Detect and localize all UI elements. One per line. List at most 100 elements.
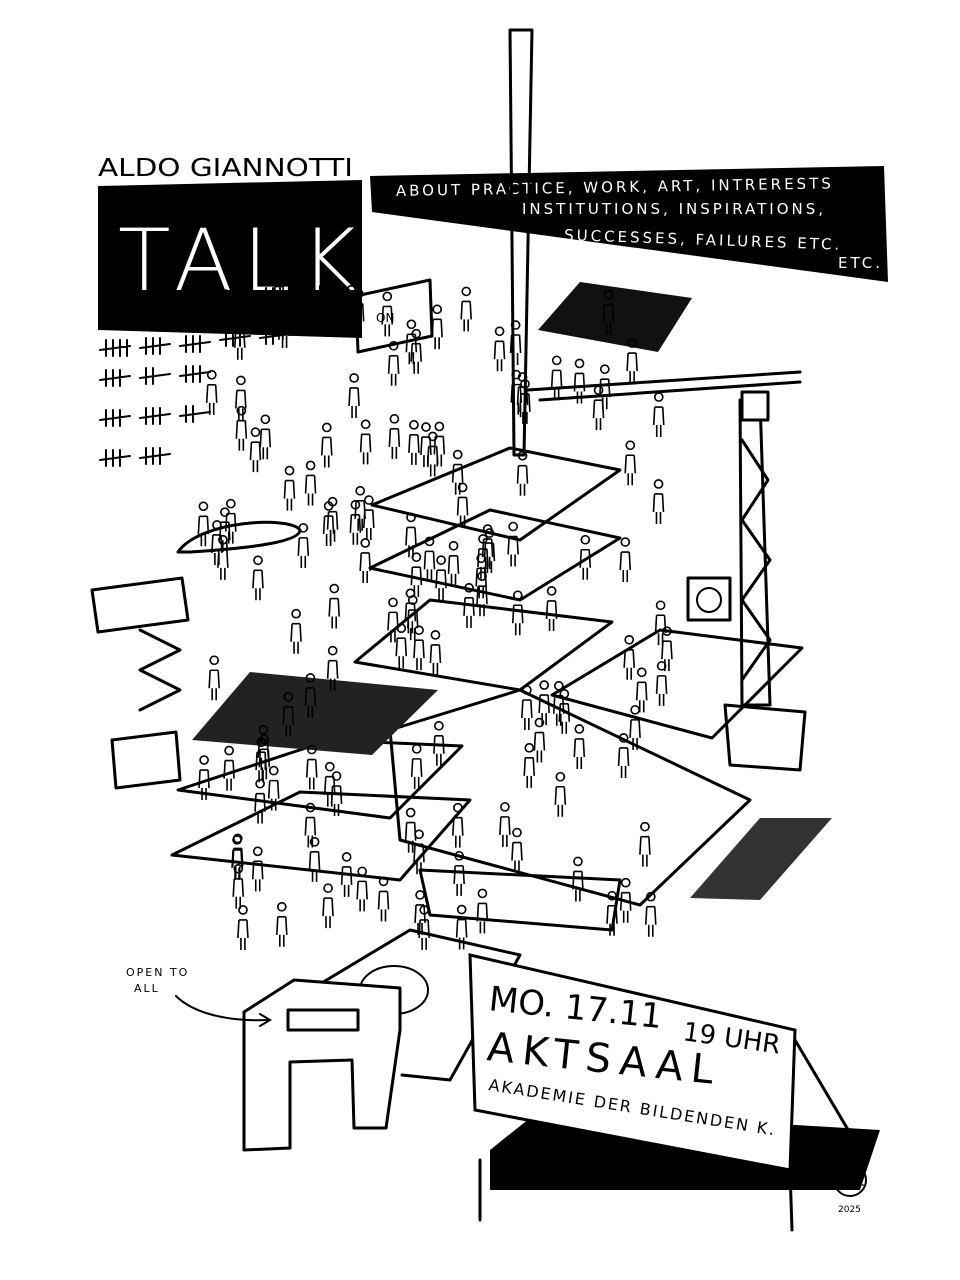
person-figure bbox=[431, 304, 443, 350]
person-figure bbox=[639, 821, 651, 867]
person-figure bbox=[644, 891, 657, 937]
person-figure bbox=[426, 431, 439, 477]
person-figure bbox=[499, 802, 511, 847]
person-figure bbox=[550, 355, 563, 401]
person-figure bbox=[554, 771, 567, 817]
signature-year: 2025 bbox=[838, 1205, 861, 1215]
person-figure bbox=[345, 285, 357, 330]
speaker-icon bbox=[686, 576, 732, 622]
person-figure bbox=[235, 405, 248, 451]
person-figure bbox=[257, 724, 270, 770]
artist-name: ALDO GIANNOTTI bbox=[98, 153, 353, 182]
person-figure bbox=[655, 661, 668, 706]
person-figure bbox=[573, 724, 586, 769]
person-figure bbox=[233, 284, 246, 330]
person-figure bbox=[418, 905, 430, 950]
person-figure bbox=[413, 625, 425, 671]
person-figure bbox=[511, 827, 523, 873]
person-figure bbox=[237, 905, 249, 950]
person-figure bbox=[359, 538, 372, 583]
person-figure bbox=[652, 392, 665, 438]
talks-banner bbox=[98, 180, 362, 338]
person-figure bbox=[602, 289, 615, 335]
person-figure bbox=[510, 369, 523, 415]
person-figure bbox=[282, 692, 295, 737]
person-figure bbox=[451, 449, 464, 495]
svg-text:ETC.: ETC. bbox=[838, 254, 883, 272]
signature-circle bbox=[833, 1163, 867, 1197]
person-figure bbox=[483, 528, 496, 574]
person-figure bbox=[408, 420, 420, 465]
person-figure bbox=[661, 626, 673, 672]
person-figure bbox=[205, 370, 218, 415]
person-figure bbox=[558, 689, 571, 734]
person-figure bbox=[340, 852, 353, 897]
person-figure bbox=[624, 440, 637, 486]
person-figure bbox=[598, 364, 611, 410]
person-figure bbox=[197, 501, 210, 547]
scissor-lift bbox=[90, 576, 190, 790]
person-figure bbox=[323, 761, 336, 807]
person-figure bbox=[463, 583, 475, 628]
person-figure bbox=[304, 460, 317, 506]
person-figure bbox=[290, 608, 302, 654]
person-figure bbox=[572, 856, 584, 902]
person-figure bbox=[381, 291, 394, 337]
person-figure bbox=[538, 680, 550, 726]
person-figure bbox=[305, 744, 318, 790]
person-figure bbox=[619, 537, 632, 583]
person-figure bbox=[359, 419, 372, 465]
person-figure bbox=[198, 755, 210, 801]
person-figure bbox=[252, 555, 264, 601]
person-figure bbox=[348, 373, 360, 418]
person-figure bbox=[635, 667, 648, 713]
person-figure bbox=[326, 496, 339, 542]
arrow-to-entrance bbox=[175, 995, 272, 1027]
person-figure bbox=[304, 673, 317, 718]
person-figure bbox=[617, 733, 630, 778]
person-figure bbox=[235, 375, 247, 421]
crane bbox=[526, 370, 807, 772]
person-figure bbox=[388, 414, 401, 459]
person-figure bbox=[273, 271, 285, 317]
hatched-carpet-right bbox=[690, 818, 832, 900]
person-figure bbox=[208, 655, 220, 701]
person-figure bbox=[579, 534, 592, 580]
person-figure bbox=[652, 479, 665, 524]
person-figure bbox=[619, 877, 632, 923]
person-figure bbox=[573, 358, 586, 404]
talks-title: TALKS bbox=[118, 211, 432, 311]
person-figure bbox=[521, 685, 533, 731]
person-figure bbox=[267, 765, 280, 811]
audience-bench bbox=[418, 868, 622, 932]
person-figure bbox=[606, 890, 618, 936]
person-figure bbox=[481, 524, 494, 570]
crowd bbox=[197, 271, 673, 950]
person-figure bbox=[413, 829, 425, 875]
person-figure bbox=[275, 902, 288, 947]
person-figure bbox=[493, 326, 506, 372]
person-figure bbox=[377, 876, 390, 922]
person-figure bbox=[283, 465, 296, 511]
subtitle-banner bbox=[370, 166, 888, 282]
person-figure bbox=[420, 422, 432, 468]
person-figure bbox=[447, 541, 460, 586]
person-figure bbox=[233, 314, 246, 360]
person-figure bbox=[405, 319, 418, 365]
person-figure bbox=[453, 851, 465, 896]
person-figure bbox=[223, 745, 235, 791]
person-figure bbox=[320, 422, 333, 468]
open-note-line2: ALL bbox=[134, 982, 160, 995]
person-figure bbox=[507, 521, 519, 567]
person-figure bbox=[251, 846, 264, 892]
person-figure bbox=[211, 520, 223, 565]
entrance-plaza bbox=[308, 928, 522, 1082]
speech-bubble bbox=[176, 520, 302, 554]
open-note-line1: OPEN TO bbox=[126, 966, 189, 979]
person-figure bbox=[352, 288, 365, 334]
person-figure bbox=[363, 495, 375, 541]
person-figure bbox=[405, 512, 417, 558]
on-sign-label: ON bbox=[376, 311, 394, 325]
entrance-arch bbox=[242, 978, 402, 1152]
